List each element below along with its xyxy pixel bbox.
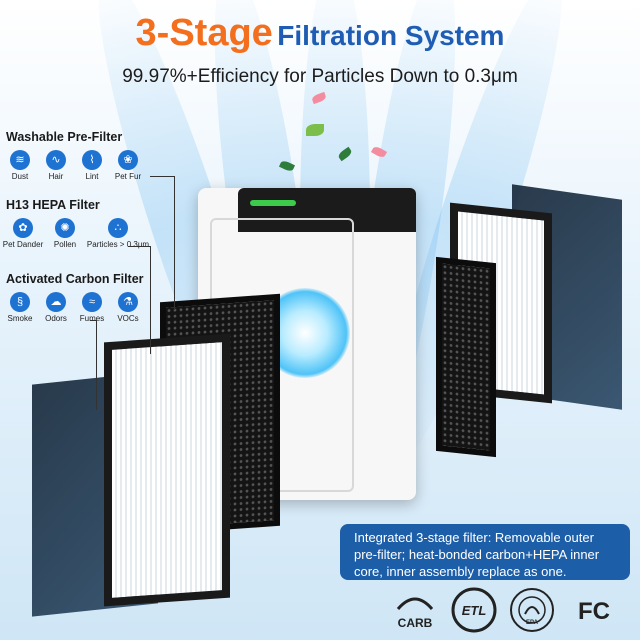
carbon-filter-right bbox=[436, 256, 496, 458]
leader-line bbox=[174, 176, 175, 310]
status-light bbox=[250, 200, 296, 206]
leaf-icon bbox=[306, 124, 324, 136]
carb-logo-graphic: CARB bbox=[396, 597, 434, 630]
page-subtitle: 99.97%+Efficiency for Particles Down to … bbox=[122, 66, 518, 87]
item-label: VOCs bbox=[117, 314, 139, 323]
dust-icon: ≋ bbox=[10, 150, 30, 170]
stage-carbon-filter: Activated Carbon Filter § Smoke ☁ Odors ≈ F… bbox=[6, 272, 144, 323]
leader-line bbox=[128, 246, 150, 247]
title-highlight: 3-Stage bbox=[135, 12, 273, 54]
fumes-icon: ≈ bbox=[82, 292, 102, 312]
stage-hepa-filter: H13 HEPA Filter ✿ Pet Dander ✺ Pollen ∴ Par… bbox=[2, 198, 150, 249]
cert-label: CARB bbox=[398, 616, 433, 630]
stage-title: H13 HEPA Filter bbox=[6, 198, 100, 212]
pollen-icon: ✺ bbox=[55, 218, 75, 238]
etl-logo: ETL bbox=[450, 586, 498, 634]
hair-icon: ∿ bbox=[46, 150, 66, 170]
leader-line bbox=[150, 246, 151, 354]
item-label: Dust bbox=[11, 172, 29, 181]
stage-title: Washable Pre-Filter bbox=[6, 130, 123, 144]
epa-seal-graphic: EPA bbox=[510, 588, 554, 632]
stage-title: Activated Carbon Filter bbox=[6, 272, 144, 286]
cert-label: FC bbox=[578, 598, 610, 625]
epa-seal: EPA bbox=[508, 586, 556, 634]
callout-text: Integrated 3-stage filter: Removable out… bbox=[354, 530, 600, 579]
info-callout: Integrated 3-stage filter: Removable out… bbox=[340, 524, 630, 580]
item-label: Pet Dander bbox=[2, 240, 44, 249]
lint-icon: ⌇ bbox=[82, 150, 102, 170]
cert-label: EPA bbox=[526, 620, 539, 626]
item-label: Odors bbox=[45, 314, 67, 323]
fcc-logo-graphic: FC bbox=[578, 598, 610, 625]
leader-line bbox=[96, 320, 97, 410]
etl-logo-graphic: ETL bbox=[451, 587, 497, 633]
leader-line bbox=[150, 176, 174, 177]
smoke-icon: § bbox=[10, 292, 30, 312]
fcc-logo: FC bbox=[566, 586, 622, 634]
odors-icon: ☁ bbox=[46, 292, 66, 312]
item-label: Particles > 0.3μm bbox=[86, 240, 150, 249]
particles-icon: ∴ bbox=[108, 218, 128, 238]
stage-pre-filter: Washable Pre-Filter ≋ Dust ∿ Hair ⌇ Lint ❀ P… bbox=[6, 130, 142, 181]
hepa-filter-left bbox=[104, 333, 230, 607]
item-label: Fumes bbox=[79, 314, 105, 323]
item-label: Pollen bbox=[53, 240, 77, 249]
leader-line bbox=[90, 320, 96, 321]
item-label: Smoke bbox=[7, 314, 33, 323]
control-panel bbox=[238, 188, 416, 232]
vocs-icon: ⚗ bbox=[118, 292, 138, 312]
pet-fur-icon: ❀ bbox=[118, 150, 138, 170]
title-rest: Filtration System bbox=[277, 20, 505, 51]
page-title: 3-Stage Filtration System bbox=[0, 12, 640, 55]
pet-dander-icon: ✿ bbox=[13, 218, 33, 238]
item-label: Lint bbox=[85, 172, 99, 181]
cert-label: ETL bbox=[462, 603, 487, 618]
item-label: Hair bbox=[48, 172, 64, 181]
carb-logo: CARB bbox=[392, 586, 438, 634]
item-label: Pet Fur bbox=[114, 172, 142, 181]
